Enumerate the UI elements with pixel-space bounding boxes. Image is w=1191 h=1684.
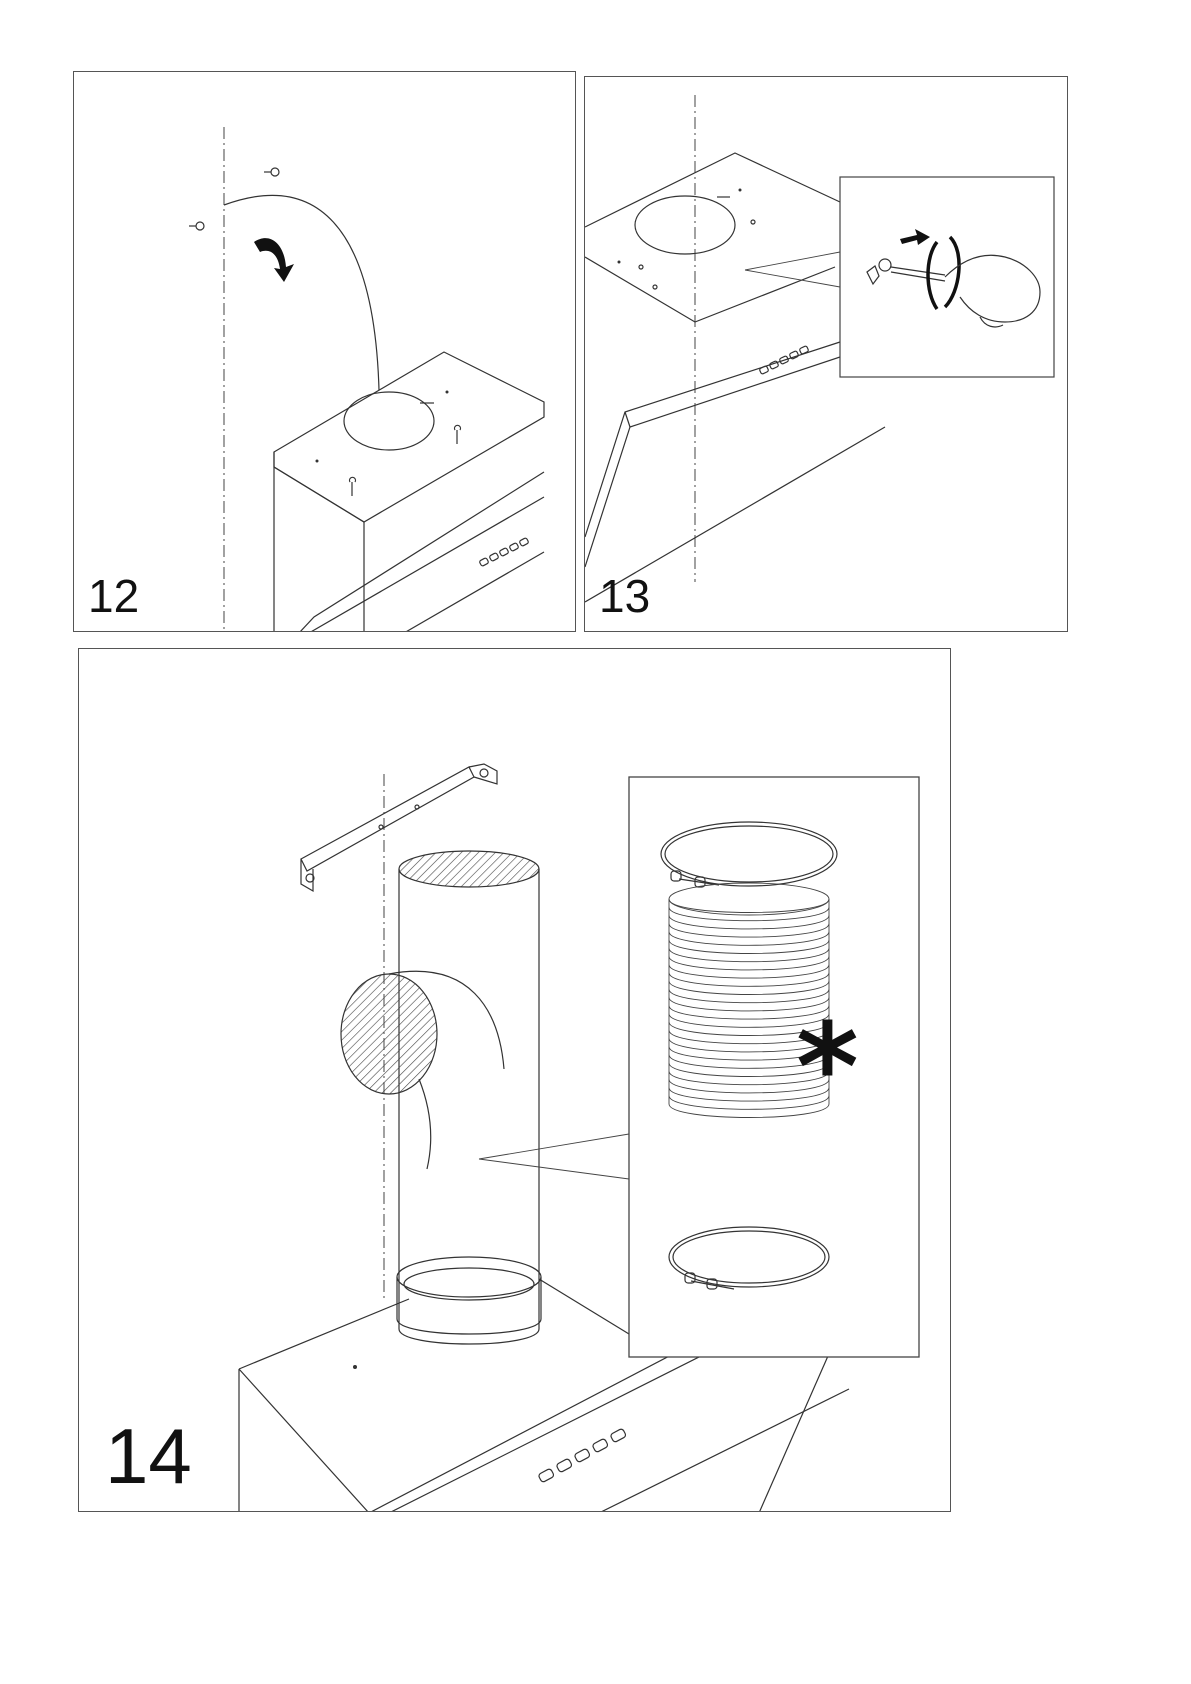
duct-collar-ring <box>397 1257 541 1334</box>
hood-top <box>585 153 840 227</box>
outlet-hole <box>635 196 735 254</box>
asterisk-marker: * <box>796 1009 859 1129</box>
flex-duct-curve <box>224 195 379 390</box>
keyhole-icon <box>455 425 461 444</box>
step-13-panel: 13 <box>584 76 1068 632</box>
hood-top <box>274 352 544 522</box>
control-buttons <box>538 1428 627 1483</box>
step-number: 14 <box>105 1417 192 1495</box>
screw-icon <box>264 168 279 176</box>
screw-icon <box>189 222 204 230</box>
keyhole-icon <box>350 477 356 496</box>
rotate-arrow-icon <box>254 238 294 282</box>
step-14-panel: * 14 <box>78 648 951 1512</box>
control-buttons <box>479 537 529 566</box>
step-12-illustration <box>74 72 576 632</box>
duct-cylinder <box>399 851 539 1344</box>
step-number: 13 <box>599 573 650 619</box>
detail-inset <box>840 177 1054 377</box>
step-number: 12 <box>88 573 139 619</box>
elbow-outlet <box>341 974 437 1094</box>
step-12-panel: 12 <box>73 71 576 632</box>
outlet-hole <box>344 392 434 450</box>
step-13-illustration <box>585 77 1068 632</box>
